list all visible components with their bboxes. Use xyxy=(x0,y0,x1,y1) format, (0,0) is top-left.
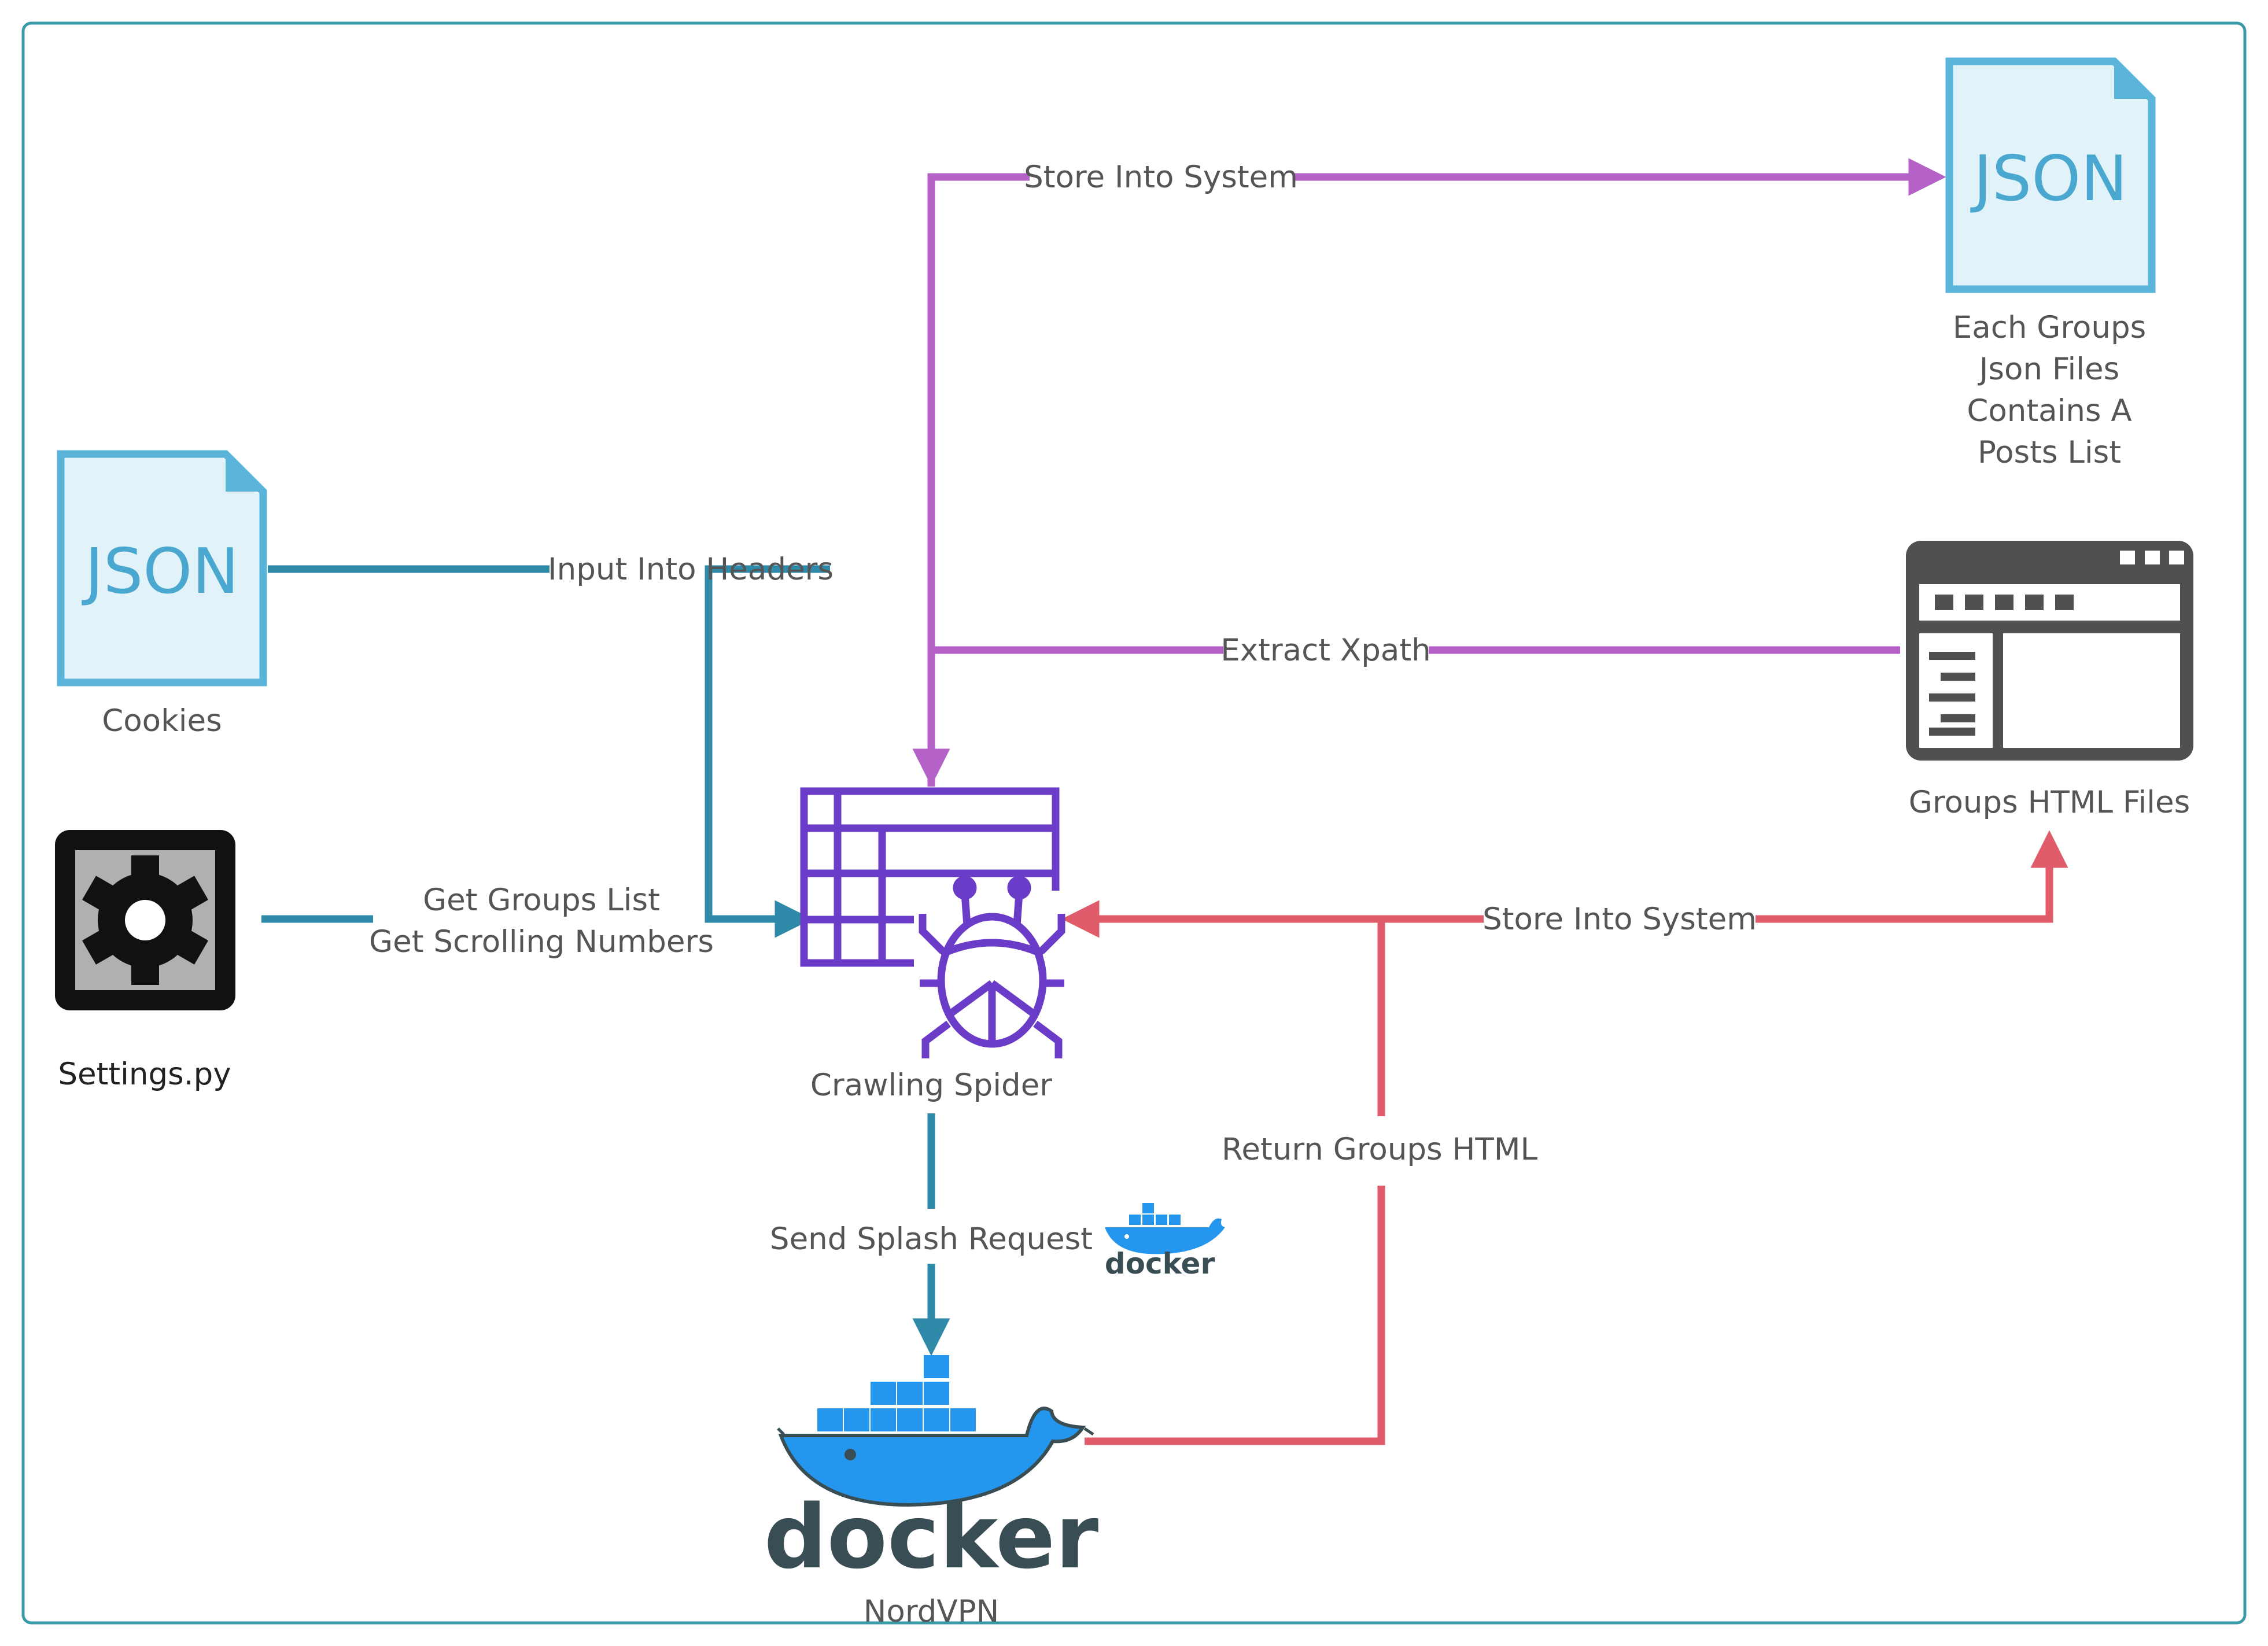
docker-main-wordmark: docker xyxy=(764,1486,1098,1588)
spider-icon xyxy=(800,787,1065,1058)
json-output-label-line-2: Json Files xyxy=(1978,352,2119,387)
json-output-label-line-4: Posts List xyxy=(1978,435,2121,470)
docker-whale-icon xyxy=(777,1355,1094,1507)
cookies-node: JSON Cookies xyxy=(57,450,267,739)
edge-store-json: Store Into System xyxy=(927,158,1946,787)
svg-text:JSON: JSON xyxy=(82,536,239,608)
docker-whale-icon xyxy=(1105,1203,1225,1254)
edge-return-and-store-html: Store Into System Return Groups HTML xyxy=(1061,830,2068,1445)
docker-small-wordmark: docker xyxy=(1105,1247,1215,1280)
docker-small-node: docker xyxy=(1105,1203,1225,1280)
edge-get-groups: Get Groups List Get Scrolling Numbers xyxy=(261,883,714,959)
docker-main-node: docker NordVPN xyxy=(764,1355,1098,1629)
json-output-label-line-1: Each Groups xyxy=(1953,310,2147,345)
edge-input-into-headers: Input Into Headers xyxy=(268,552,834,938)
edge-label-input-into-headers: Input Into Headers xyxy=(548,552,834,587)
json-file-icon: JSON xyxy=(1945,57,2156,293)
edge-label-get-scrolling-numbers: Get Scrolling Numbers xyxy=(369,924,714,959)
edge-label-extract-xpath: Extract Xpath xyxy=(1220,633,1430,668)
svg-text:JSON: JSON xyxy=(1970,143,2127,215)
gear-icon xyxy=(55,830,235,1010)
diagram-frame xyxy=(21,21,2247,1625)
spider-node: Crawling Spider xyxy=(800,787,1065,1103)
cookies-label: Cookies xyxy=(102,703,222,739)
edge-label-store-into-system-json: Store Into System xyxy=(1024,160,1298,195)
docker-main-label: NordVPN xyxy=(864,1594,999,1629)
edge-label-get-groups-list: Get Groups List xyxy=(423,883,660,918)
json-file-icon: JSON xyxy=(57,450,267,687)
edge-send-splash-request: Send Splash Request xyxy=(770,1113,1093,1356)
edge-label-store-into-system-html: Store Into System xyxy=(1483,902,1757,937)
browser-window-icon xyxy=(1906,541,2193,761)
html-files-node: Groups HTML Files xyxy=(1906,541,2193,820)
html-files-label: Groups HTML Files xyxy=(1909,785,2190,820)
json-output-node: JSON Each Groups Json Files Contains A P… xyxy=(1945,57,2156,470)
settings-node: Settings.py xyxy=(55,830,235,1092)
edge-label-send-splash-request: Send Splash Request xyxy=(770,1221,1093,1257)
spider-label: Crawling Spider xyxy=(810,1068,1052,1103)
settings-label: Settings.py xyxy=(58,1057,231,1092)
edge-extract-xpath: Extract Xpath xyxy=(912,633,1900,787)
edge-label-return-groups-html: Return Groups HTML xyxy=(1222,1132,1537,1167)
json-output-label-line-3: Contains A xyxy=(1967,393,2131,429)
